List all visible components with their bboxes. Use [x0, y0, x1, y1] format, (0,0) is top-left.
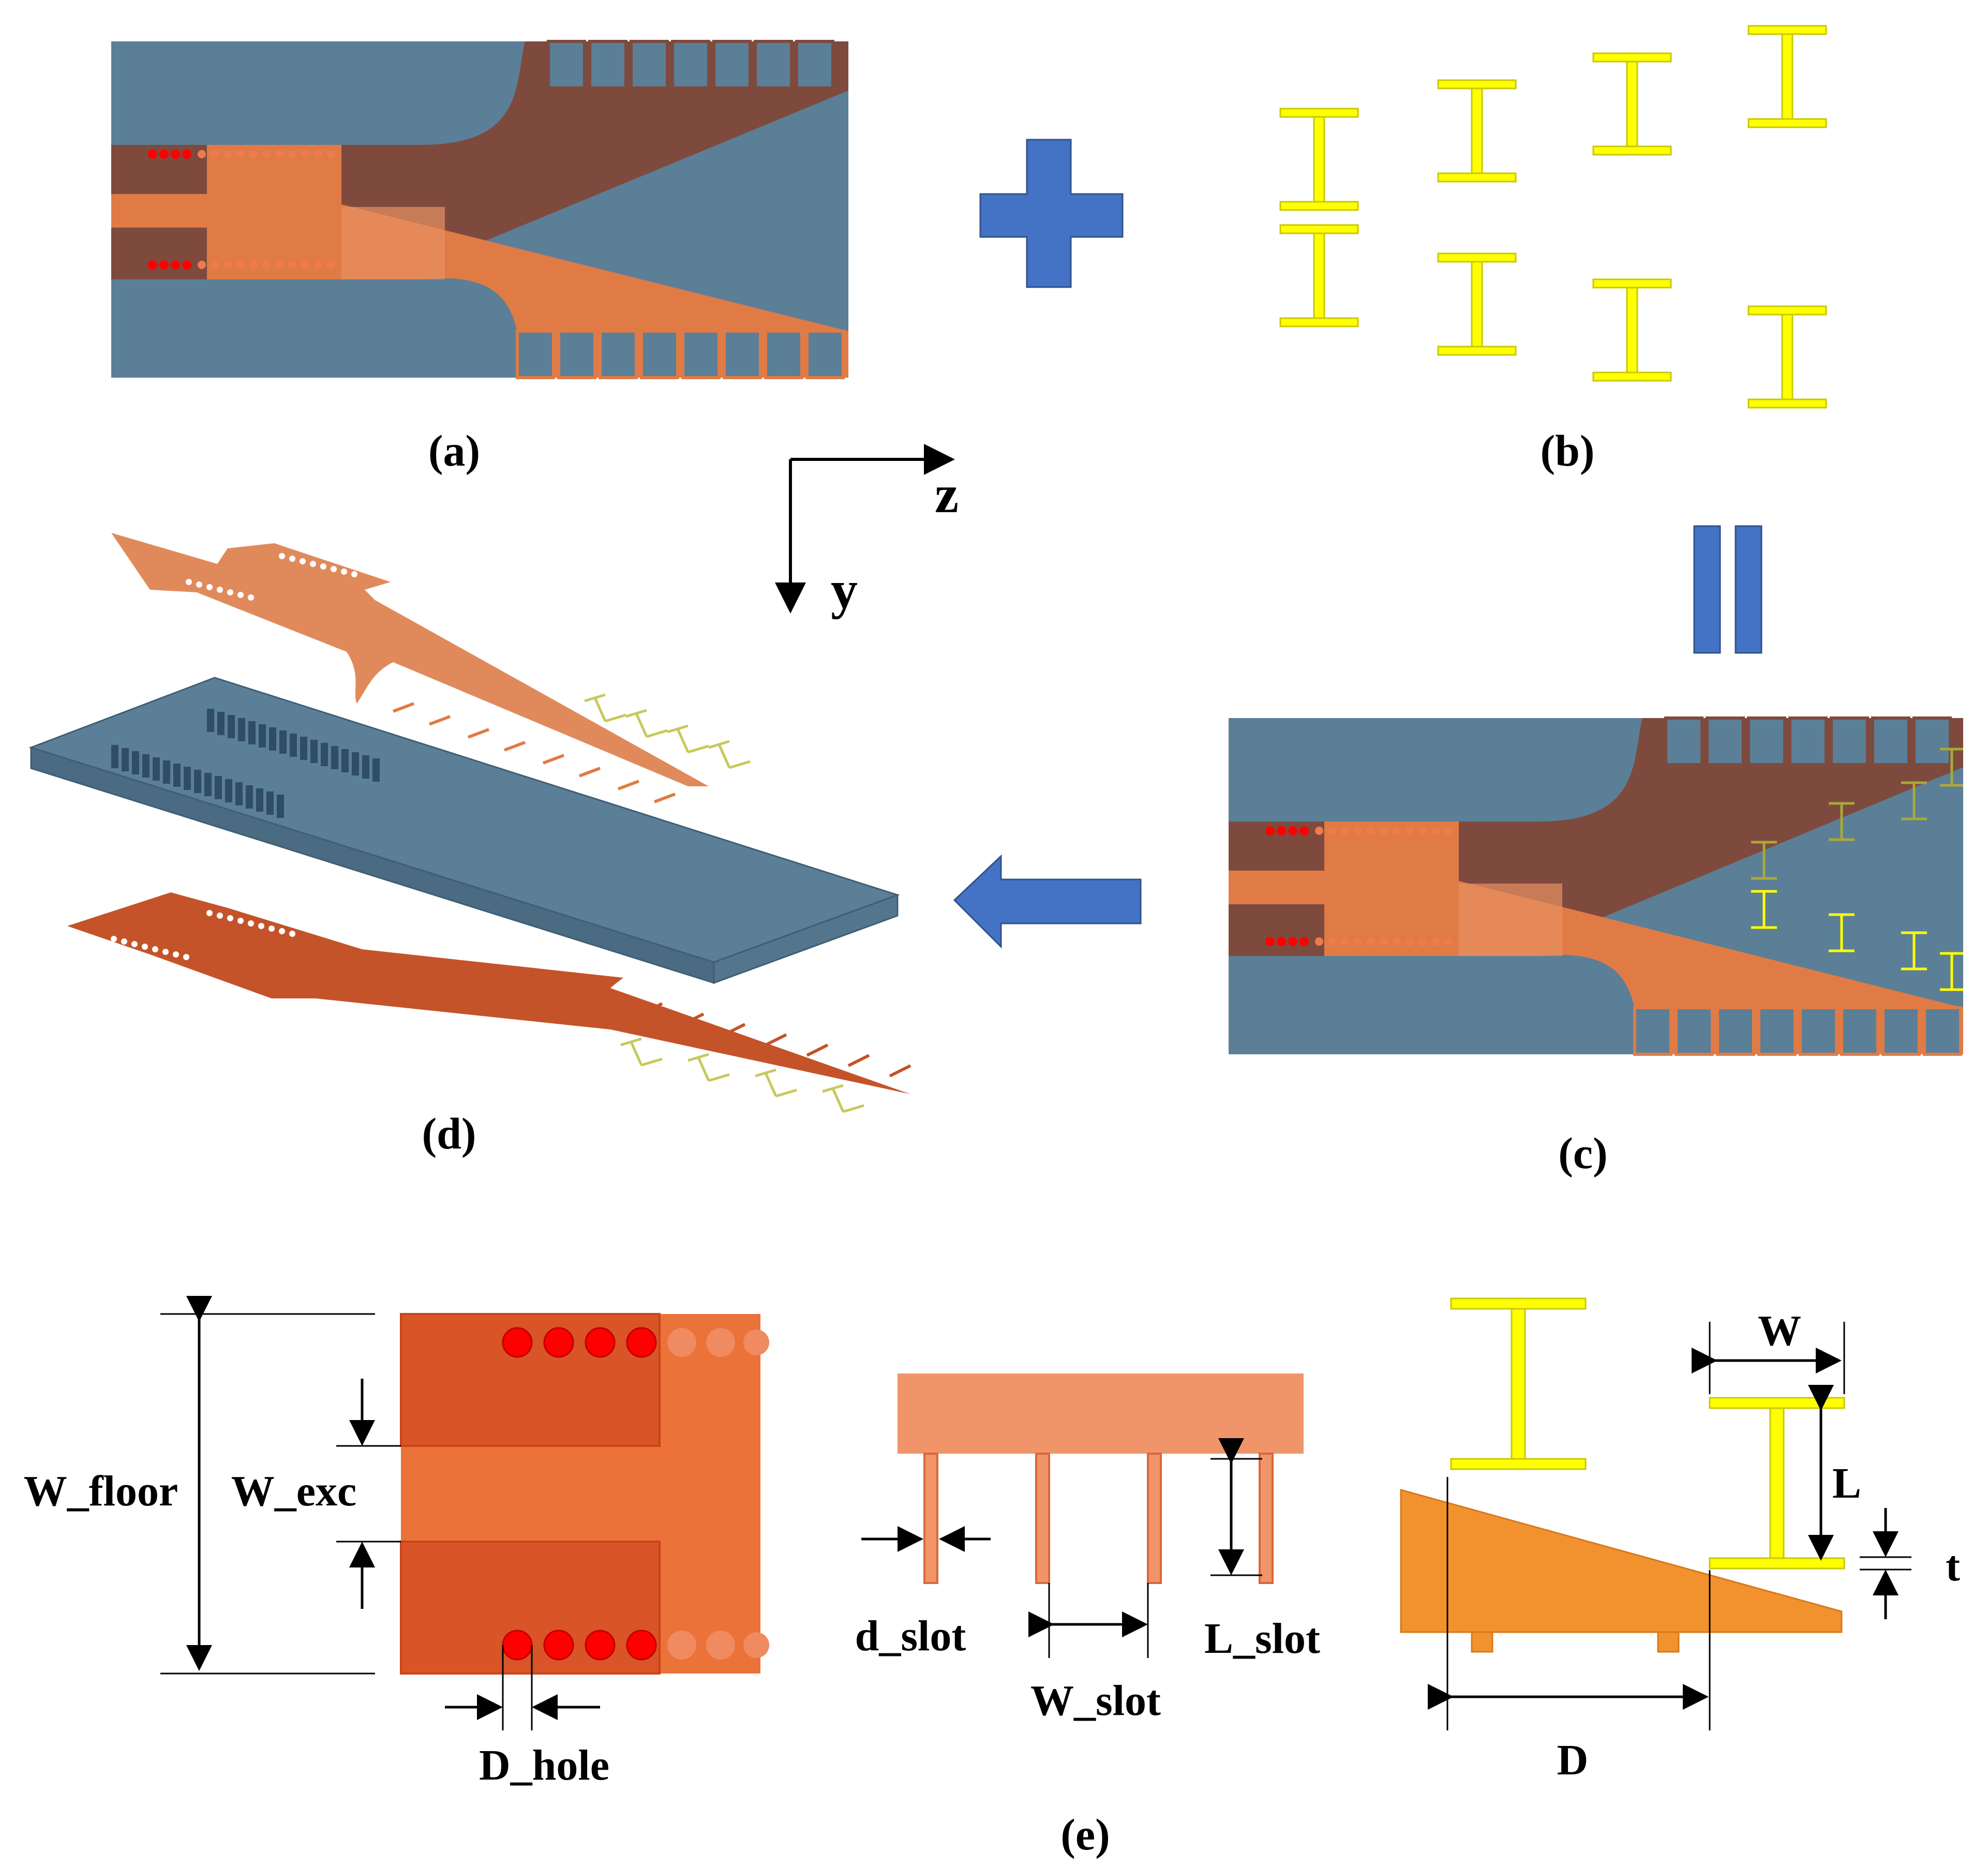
axis-y-label: y	[831, 560, 858, 620]
plus-icon	[979, 139, 1124, 288]
dim-w-slot: W_slot	[1030, 1677, 1161, 1725]
dim-d-slot: d_slot	[855, 1612, 966, 1660]
dim-w: W	[1758, 1307, 1801, 1355]
panel-d-exploded-view	[28, 533, 911, 1113]
caption-c: (c)	[1558, 1128, 1607, 1178]
panel-b-metamaterial	[1279, 25, 1827, 409]
caption-b: (b)	[1540, 426, 1594, 475]
caption-e: (e)	[1060, 1810, 1110, 1859]
coordinate-axes	[775, 444, 955, 614]
dim-d: D	[1557, 1736, 1589, 1784]
caption-d: (d)	[422, 1109, 476, 1158]
dim-l-slot: L_slot	[1204, 1615, 1320, 1663]
dim-t: t	[1946, 1542, 1960, 1590]
panel-e-unit-detail	[1400, 1297, 1911, 1730]
dim-w-floor: W_floor	[24, 1467, 178, 1515]
dim-l: L	[1832, 1459, 1861, 1507]
equals-icon	[1693, 525, 1762, 654]
caption-a: (a)	[428, 426, 480, 475]
panel-a-vivaldi-antenna	[111, 40, 848, 379]
dim-w-exc: W_exc	[231, 1467, 357, 1515]
panel-e-feed-detail	[160, 1296, 769, 1730]
panel-e-slot-detail	[861, 1373, 1304, 1658]
axis-z-label: z	[935, 465, 959, 524]
dim-d-hole: D_hole	[479, 1741, 609, 1789]
panel-c-antenna-with-metamaterial	[1229, 716, 1963, 1056]
left-arrow-icon	[953, 854, 1142, 949]
